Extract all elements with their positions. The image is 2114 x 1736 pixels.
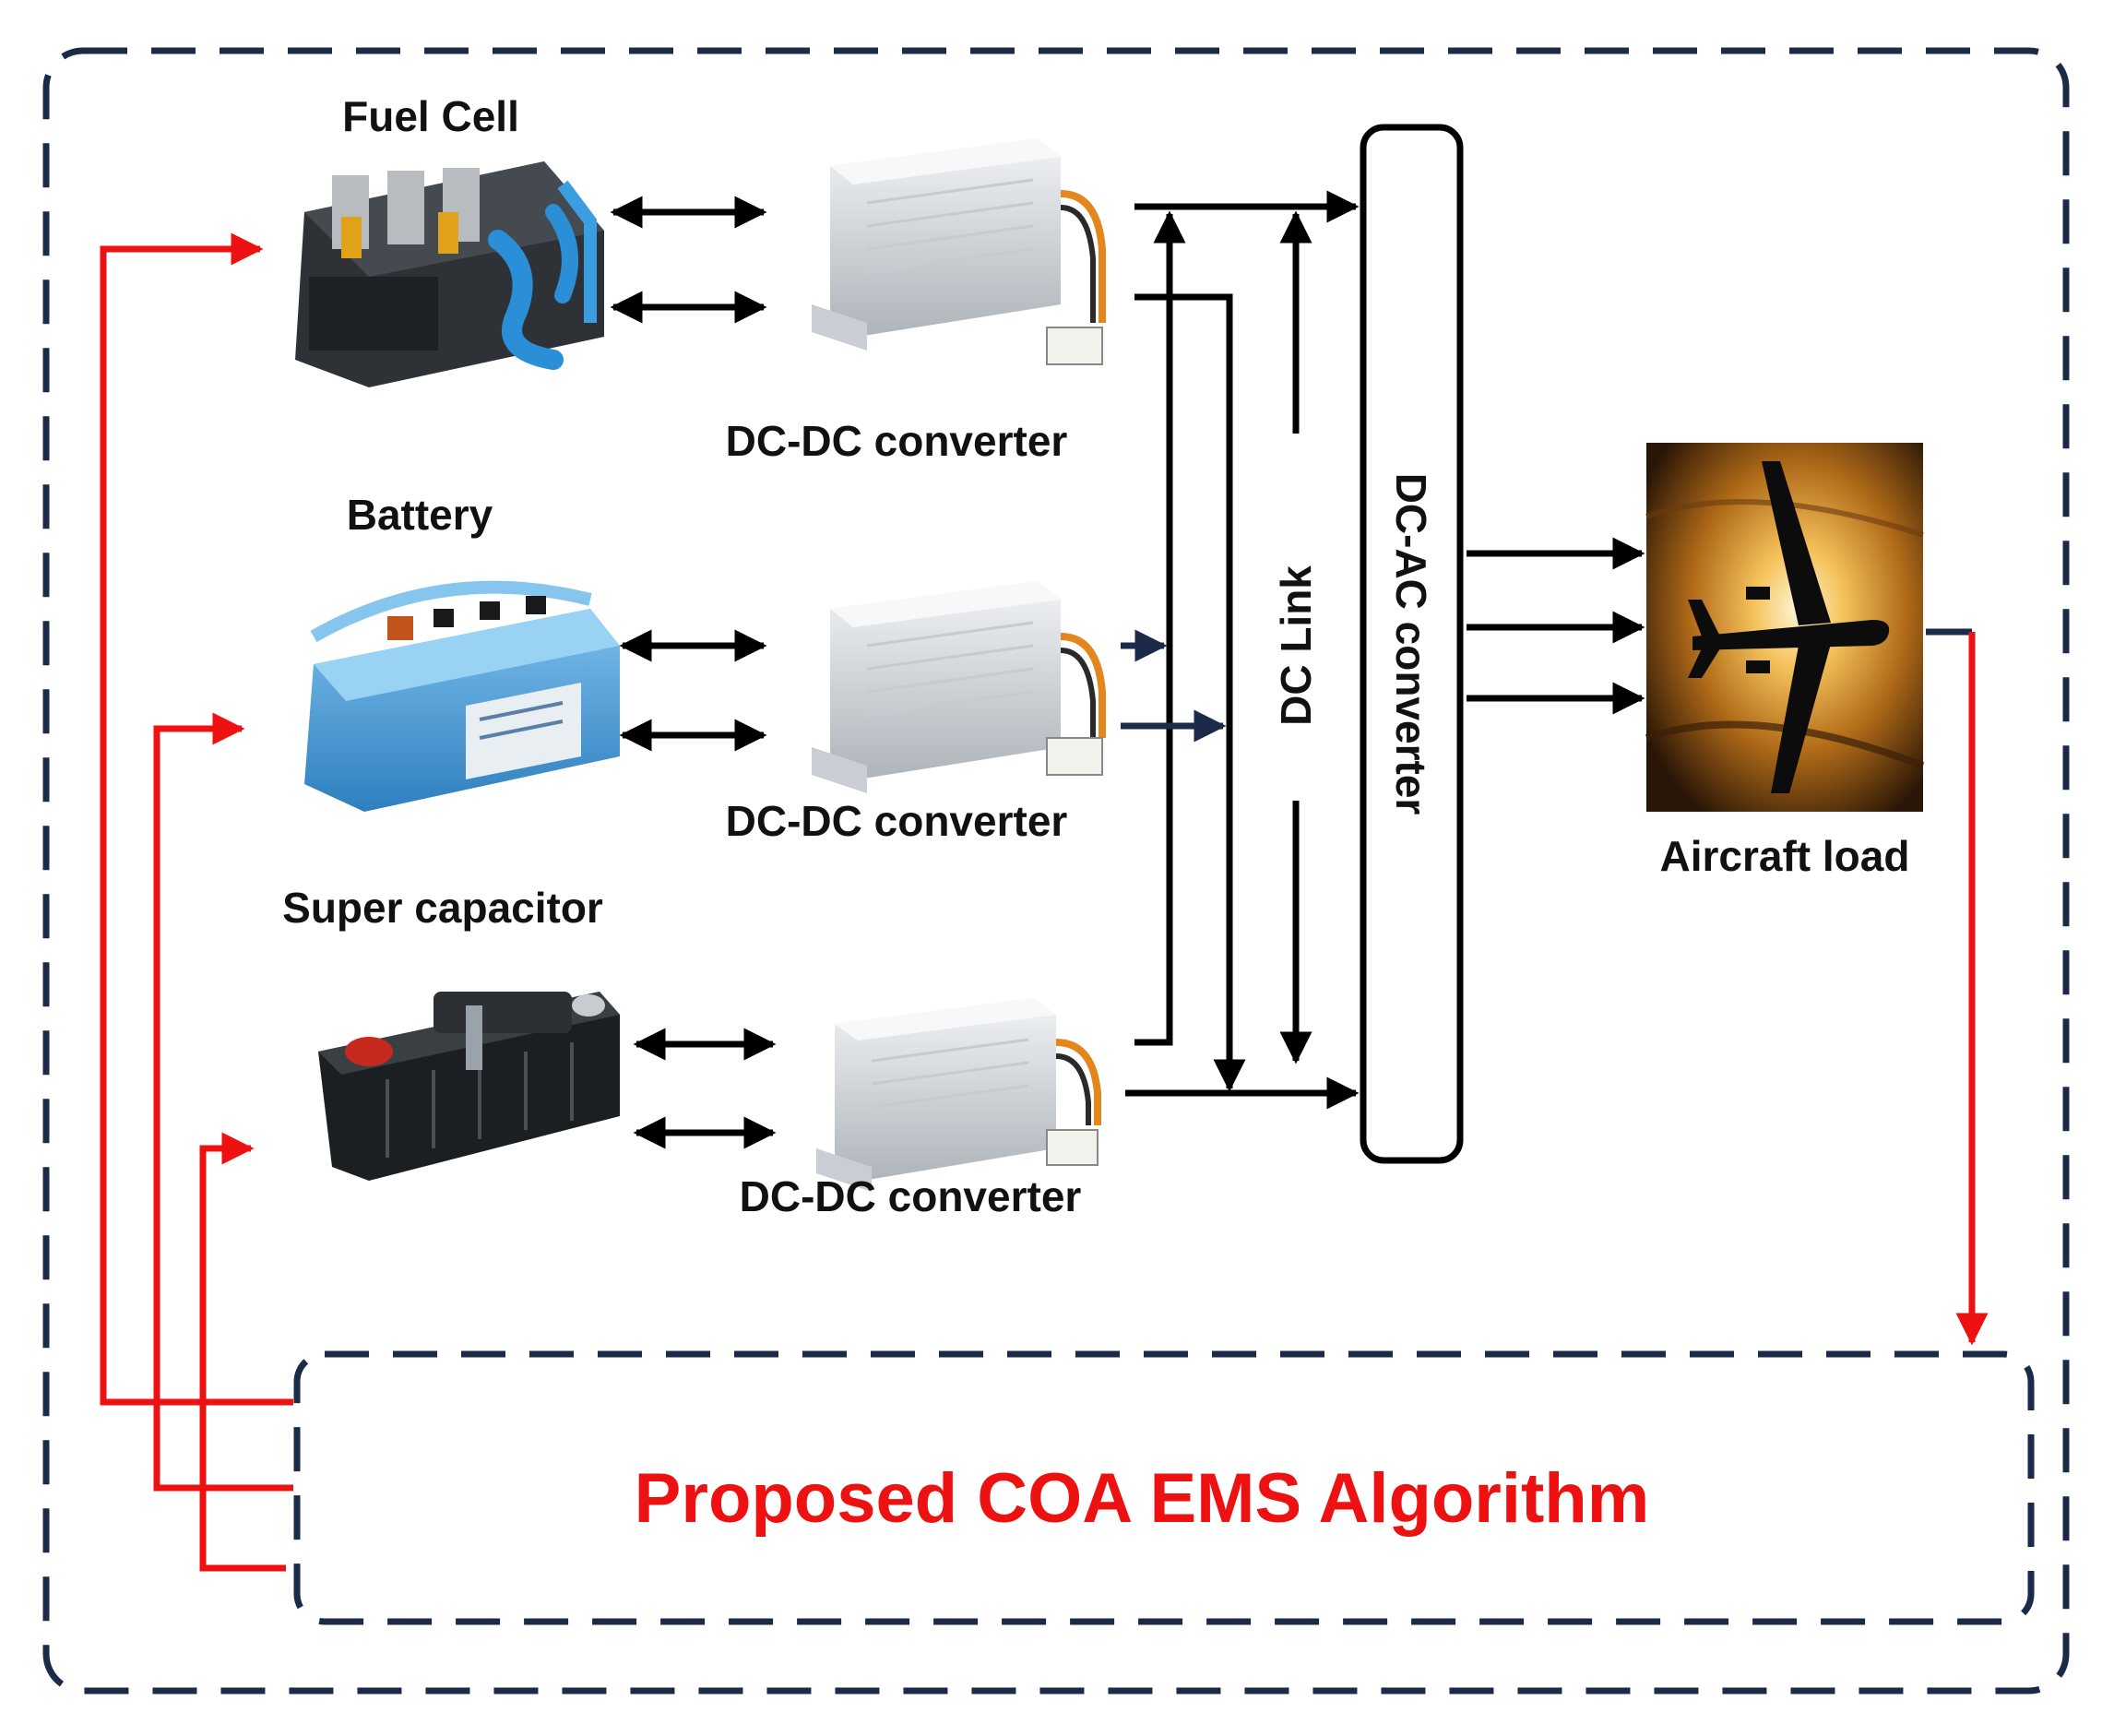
dc-bus-wiring (1121, 190, 1360, 1110)
ems-algorithm-box (293, 1350, 2035, 1625)
outer-system-frame (42, 47, 2070, 1694)
dc-ac-converter-box (1360, 124, 1464, 1164)
dc-dc-converter-label-3: DC-DC converter (740, 1172, 1082, 1220)
fuel-cell-label: Fuel Cell (342, 92, 519, 140)
dc-ac-to-load-arrows (1467, 537, 1645, 715)
conv3-riser-line (1134, 210, 1186, 1046)
dc-dc-converter-image-3 (816, 998, 1101, 1192)
dc-ac-converter-label: DC-AC converter (1387, 473, 1435, 815)
aircraft-silhouette-image (1645, 443, 1925, 812)
battery-label: Battery (347, 491, 493, 539)
dc-dc-converter-image-2 (812, 581, 1106, 793)
ems-to-supercap-line (199, 1132, 286, 1572)
ems-to-fuel-cell-line (100, 232, 293, 1406)
aircraft-load-label: Aircraft load (1660, 832, 1910, 880)
source-converter-bidirectional-arrows (610, 196, 777, 1149)
conv1-down-line (1134, 293, 1246, 1092)
dc-link-label: DC Link (1272, 565, 1320, 726)
dc-dc-converter-label-2: DC-DC converter (726, 797, 1068, 845)
dc-dc-converter-image-1 (812, 138, 1106, 365)
battery-image (304, 580, 620, 812)
dc-dc-converter-label-1: DC-DC converter (726, 417, 1068, 465)
fuel-cell-image (295, 161, 604, 387)
ems-to-battery-line (153, 712, 293, 1492)
ems-algorithm-label: Proposed COA EMS Algorithm (635, 1459, 1650, 1538)
super-capacitor-label: Super capacitor (282, 884, 603, 932)
ems-control-lines (100, 232, 1989, 1572)
super-capacitor-image (318, 992, 620, 1181)
